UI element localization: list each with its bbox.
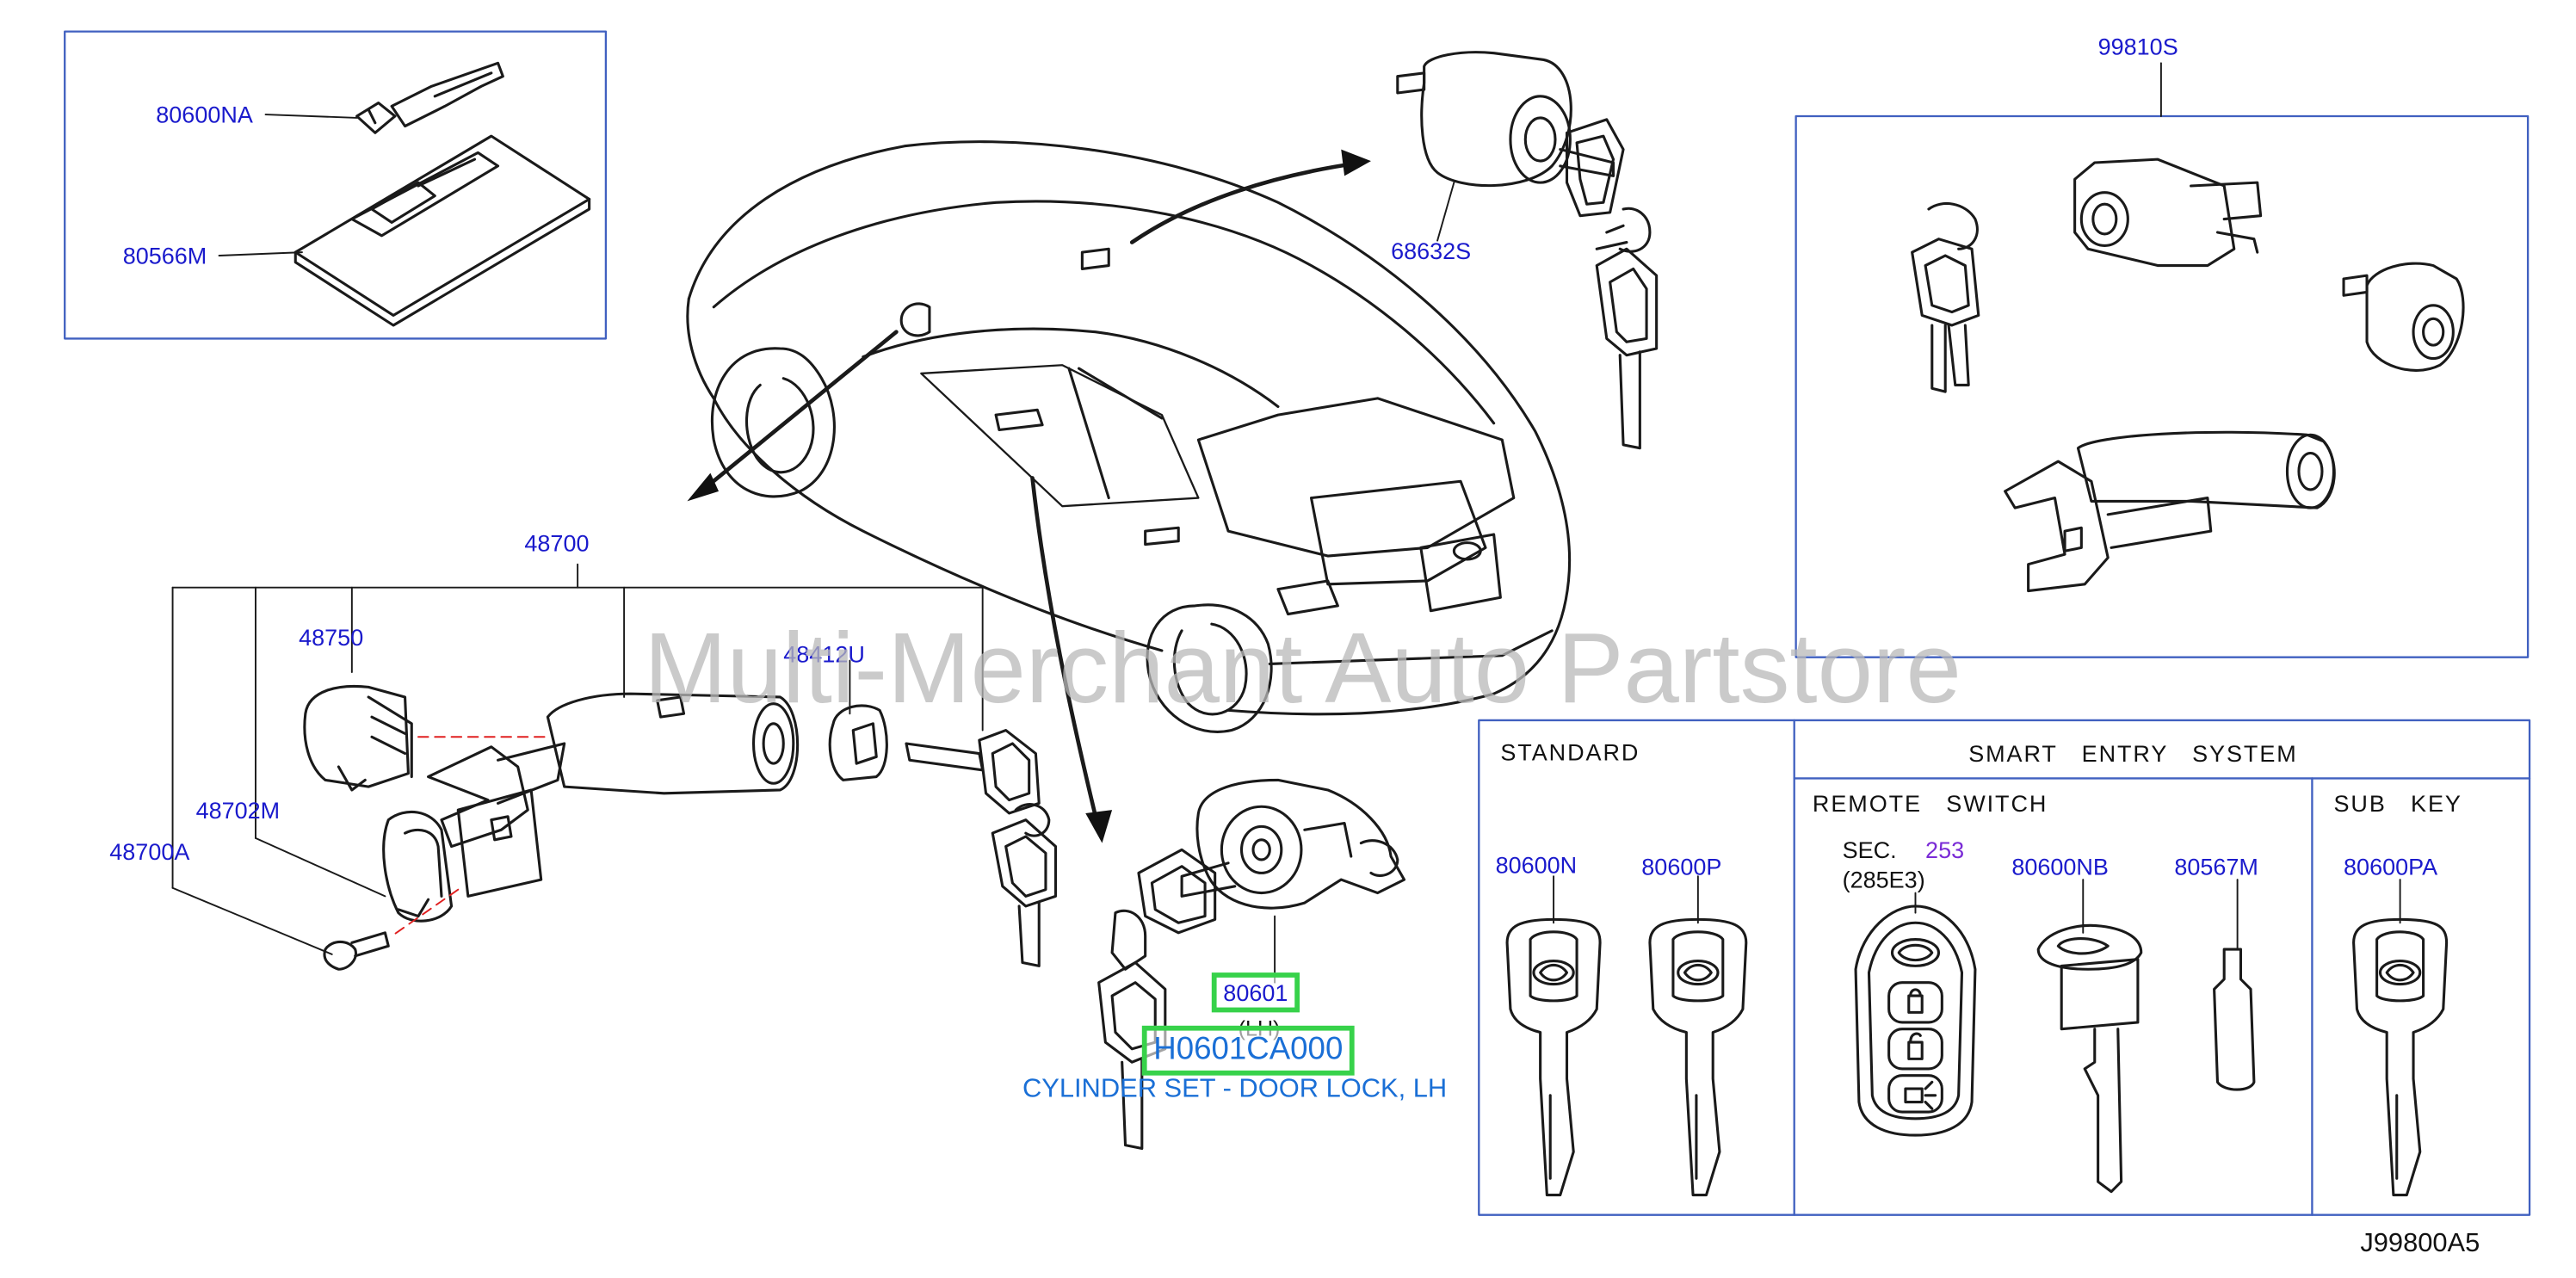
smart-key-remote-drawing [1854,904,1977,1137]
diagram-code: J99800A5 [2360,1230,2480,1258]
leader-80566M [218,251,303,256]
part-label-80600N[interactable]: 80600N [1495,851,1578,879]
ignition-dashed-guides [391,736,549,937]
part-label-48700[interactable]: 48700 [524,529,590,557]
section-ref-number[interactable]: 253 [1925,836,1965,863]
part-label-80567M[interactable]: 80567M [2174,853,2258,880]
key-80600PA-drawing [2352,917,2449,1197]
part-label-80600P[interactable]: 80600P [1641,853,1722,880]
lock-set-frame-99810S [1795,114,2530,658]
lock-set-99810S-drawing [1911,157,2465,593]
vehicle-outline-drawing [686,140,1572,733]
part-label-48702M[interactable]: 48702M [195,796,281,824]
watermark-text: Multi-Merchant Auto Partstore [644,612,1961,724]
callout-arrows [695,160,1363,832]
arrow-heads [687,149,1371,843]
key-card-drawing [293,134,591,327]
lock-cylinder-68632S-drawing [1396,51,1659,450]
key-80600P-drawing [1648,917,1748,1197]
part-label-80566M[interactable]: 80566M [122,242,207,269]
part-label-48750[interactable]: 48750 [299,624,364,651]
part-label-80600NB[interactable]: 80600NB [2011,853,2109,880]
key-card-frame [64,30,608,340]
table-header-remote-switch: REMOTE SWITCH [1812,789,2048,817]
key-80600N-drawing [1505,917,1602,1197]
key-table-frame [1478,719,2531,1216]
key-80567M-drawing [2213,948,2256,1091]
ignition-bracket-lines [171,563,984,955]
table-header-sub-key: SUB KEY [2333,789,2462,817]
part-label-48412U[interactable]: 48412U [783,640,865,668]
emergency-key-drawing [355,61,504,134]
part-label-99810S[interactable]: 99810S [2097,33,2178,60]
table-header-standard: STANDARD [1500,738,1640,766]
leader-80600NA [264,114,358,119]
part-label-80600PA[interactable]: 80600PA [2344,853,2438,880]
part-label-68632S[interactable]: 68632S [1391,237,1472,264]
leader-68632S [1436,182,1455,242]
part-label-80600NA[interactable]: 80600NA [156,101,253,128]
section-ref-code: (285E3) [1842,866,1925,893]
table-header-smart-entry: SMART ENTRY SYSTEM [1968,740,2298,767]
part-description: CYLINDER SET - DOOR LOCK, LH [1022,1075,1448,1104]
key-80600NB-drawing [2036,923,2143,1194]
part-label-48700A[interactable]: 48700A [109,837,190,865]
section-ref-label: SEC. [1842,836,1897,863]
ignition-lock-48700-drawing [303,684,1058,971]
part-label-80601-highlighted[interactable]: 80601 [1211,972,1300,1013]
oem-part-number-highlighted[interactable]: H0601CA000 [1141,1025,1355,1076]
key-leaders [1553,875,2401,951]
